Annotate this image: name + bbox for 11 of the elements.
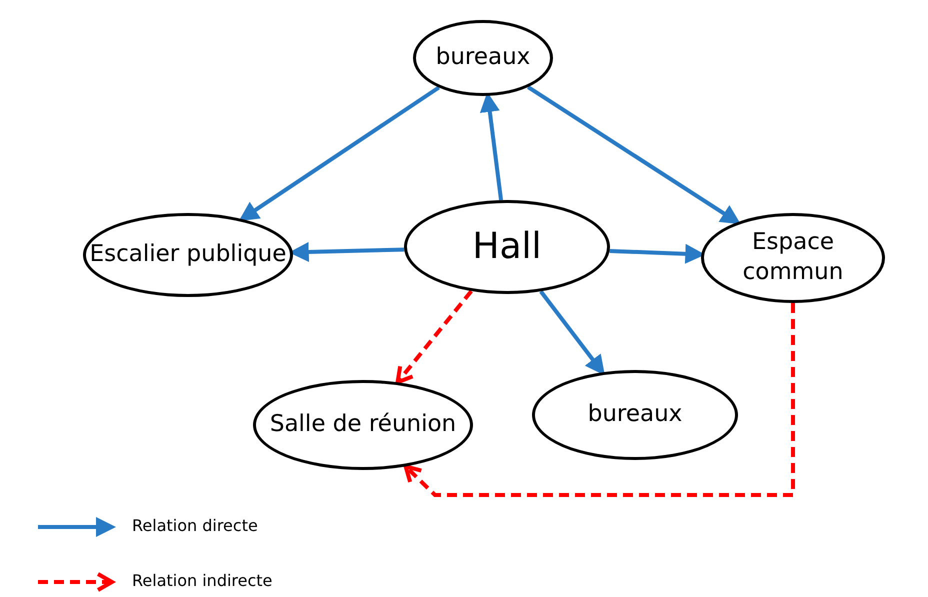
node-label: bureaux (436, 43, 530, 72)
arrow (238, 86, 440, 222)
dashed-arrow (404, 303, 795, 497)
node-label: Espace commun (742, 228, 844, 287)
node-label: Escalier publique (90, 240, 286, 270)
arrow (526, 85, 741, 224)
legend-label: Relation indirecte (132, 571, 272, 590)
node-label: Salle de réunion (270, 410, 456, 440)
node-label: Hall (472, 224, 542, 269)
legend-label: Relation directe (132, 516, 258, 535)
node-label: bureaux (588, 400, 682, 430)
